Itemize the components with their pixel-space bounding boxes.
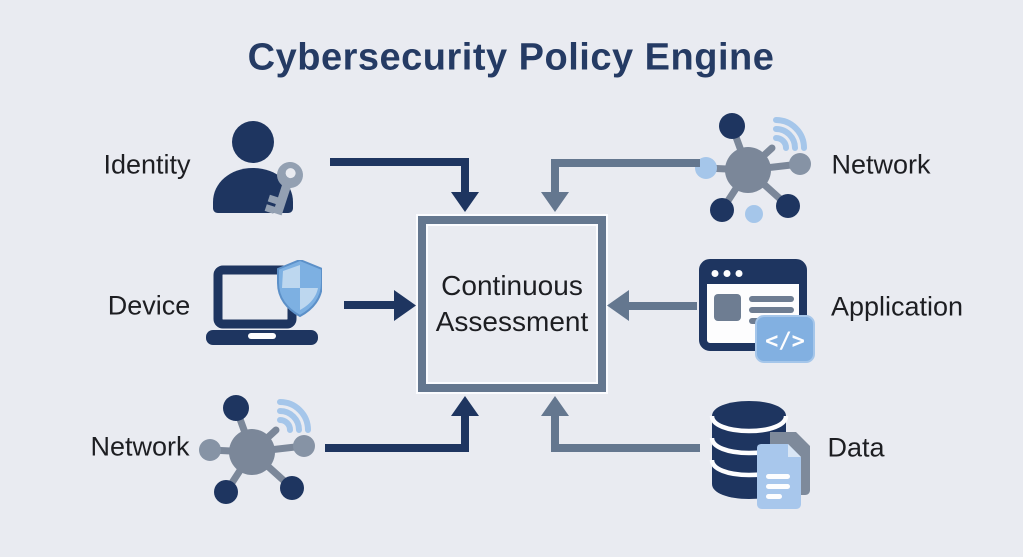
- identity-label: Identity: [103, 149, 191, 180]
- network-hub-icon: [199, 395, 315, 504]
- continuous-assessment-box: Continuous Assessment: [418, 216, 606, 392]
- network-hub-icon: [695, 113, 811, 223]
- center-box-line2: Assessment: [435, 306, 589, 337]
- device-label: Device: [107, 290, 191, 321]
- arrow-network-left-to-center: [325, 396, 479, 452]
- key-glyph: [264, 162, 303, 216]
- document-front: [757, 444, 801, 509]
- user-key-icon: [213, 121, 303, 216]
- network-right-label: Network: [831, 149, 931, 180]
- code-badge: </>: [755, 315, 815, 363]
- shield-glyph: [277, 260, 322, 318]
- wifi-icon: [277, 399, 311, 433]
- database-doc-icon: [709, 401, 810, 509]
- content-thumbnail: [714, 294, 741, 321]
- page-title: Cybersecurity Policy Engine: [247, 36, 775, 79]
- arrow-data-to-center: [541, 396, 700, 452]
- network-left-label: Network: [90, 431, 190, 462]
- wifi-icon: [773, 117, 807, 151]
- hub-center: [725, 147, 771, 193]
- laptop-shield-icon: [206, 260, 322, 345]
- person-head: [232, 121, 274, 163]
- arrow-application-to-center: [607, 290, 697, 321]
- arrow-network-right-to-center: [541, 159, 700, 212]
- application-label: Application: [830, 291, 964, 322]
- arrow-identity-to-center: [330, 158, 479, 212]
- center-box-line1: Continuous: [441, 269, 583, 301]
- browser-code-icon: </>: [699, 259, 815, 363]
- arrow-device-to-center: [344, 290, 416, 321]
- code-glyph: </>: [765, 329, 805, 354]
- data-label: Data: [827, 432, 885, 463]
- hub-center: [229, 429, 275, 475]
